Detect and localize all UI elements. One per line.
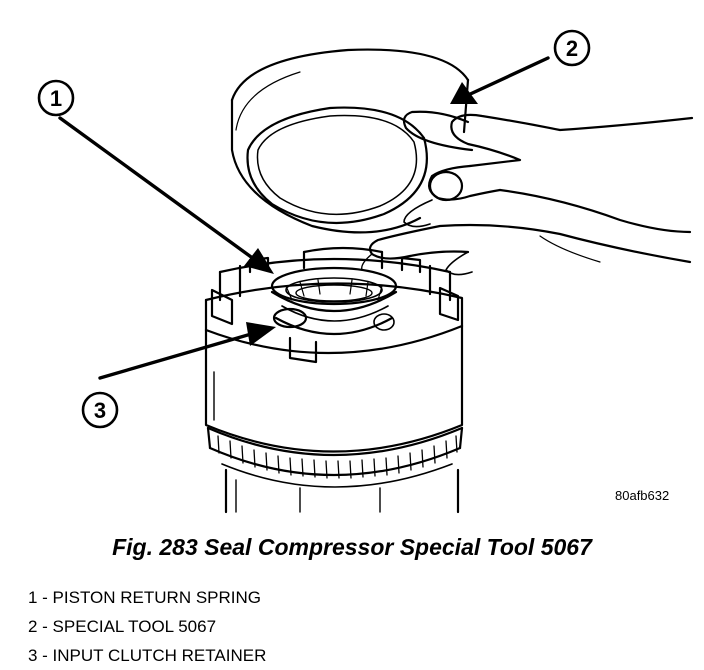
callout-number-2: 2 — [566, 36, 578, 61]
seal-compressor-tool — [230, 48, 470, 234]
callout-circle-1 — [37, 79, 75, 117]
input-clutch-retainer — [204, 246, 464, 514]
callout-number-3: 3 — [94, 398, 106, 423]
legend-list: 1 - PISTON RETURN SPRING 2 - SPECIAL TOO… — [28, 583, 266, 670]
figure-code: 80afb632 — [615, 488, 670, 503]
technical-illustration: 1 2 3 80afb632 — [37, 29, 694, 514]
legend-item-1: 1 - PISTON RETURN SPRING — [28, 588, 261, 607]
callout-circle-2 — [553, 29, 591, 67]
callout-circle-3 — [81, 391, 119, 429]
callout-leaders — [58, 56, 550, 380]
callout-number-1: 1 — [50, 86, 62, 111]
illustration-svg: 1 2 3 — [37, 29, 694, 514]
legend-item-2: 2 - SPECIAL TOOL 5067 — [28, 617, 217, 636]
figure-caption: Fig. 283 Seal Compressor Special Tool 50… — [112, 534, 592, 560]
legend-item-3: 3 - INPUT CLUTCH RETAINER — [28, 646, 267, 665]
hands — [361, 110, 694, 276]
